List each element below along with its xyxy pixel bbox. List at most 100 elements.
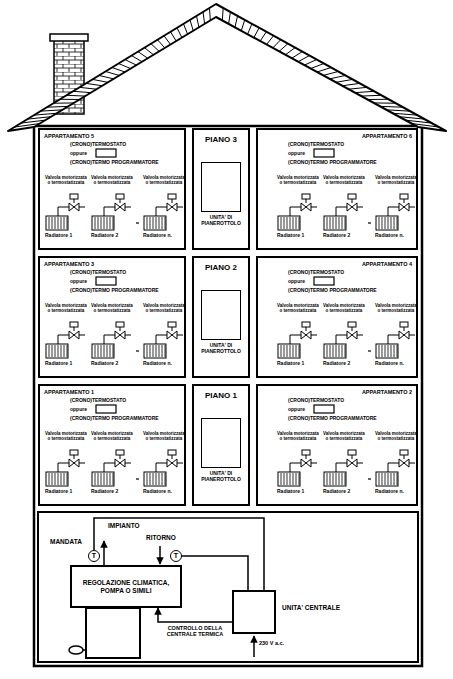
apartment-box: APPARTAMENTO 4(CRONO)TERMOSTATOoppure(CR… xyxy=(256,256,418,378)
power-line xyxy=(253,636,255,657)
roof-tile xyxy=(132,56,143,62)
valve-actuator xyxy=(302,194,310,199)
wire-label: CONTROLLO DELLA CENTRALE TERMICA xyxy=(162,625,228,638)
roof-tile xyxy=(285,48,295,55)
valve-radiator xyxy=(376,322,415,358)
or-label: oppure xyxy=(70,279,94,285)
valve-stem xyxy=(352,199,353,203)
valve-body xyxy=(301,459,311,467)
roof-tile xyxy=(368,99,389,100)
valve-stem xyxy=(172,199,173,203)
floor-label: PIANO 3 xyxy=(194,135,248,144)
roof-tile xyxy=(273,40,281,48)
radiator-label: Radiatore 2 xyxy=(91,361,133,367)
radiator-fins xyxy=(49,345,67,357)
radiator-fins xyxy=(281,345,299,357)
valve-radiator xyxy=(46,450,85,486)
valve-actuator xyxy=(168,194,176,199)
valve-stem xyxy=(404,199,405,203)
temperature-sensor: T xyxy=(170,550,182,562)
pipe xyxy=(104,463,131,472)
signal-wire xyxy=(158,608,232,622)
valve-label: Valvola motorizzata o termostatizzata xyxy=(90,175,134,185)
valve-label: Valvola motorizzata o termostatizzata xyxy=(142,431,186,441)
temperature-sensor: T xyxy=(88,550,100,562)
landing-unit-box xyxy=(201,162,241,212)
roof-tile xyxy=(86,83,102,85)
radiator-fins xyxy=(147,473,165,485)
roof-tile xyxy=(145,48,154,55)
roof-tile xyxy=(34,113,57,115)
valve-radiator xyxy=(46,322,85,358)
valve-radiator xyxy=(92,194,131,230)
more-radiators-dashes xyxy=(368,222,372,223)
landing-unit-label: UNITA' DI PIANEROTTOLO xyxy=(195,471,247,483)
valve-radiator xyxy=(324,450,363,486)
valve-stem xyxy=(306,455,307,459)
radiator-label: Radiatore n. xyxy=(375,233,417,239)
valve-radiator xyxy=(376,194,415,230)
roof-tile xyxy=(190,20,193,31)
roof-tile xyxy=(412,124,439,127)
apartment-title: APPARTAMENTO 6 xyxy=(312,133,412,139)
central-unit: UNITA' CENTRALE xyxy=(232,590,276,634)
sensor-letter: T xyxy=(89,551,99,560)
roof-tile xyxy=(138,52,148,59)
radiator-label: Radiatore 2 xyxy=(91,489,133,495)
roof-tile xyxy=(60,99,80,100)
landing-unit-box xyxy=(201,290,241,340)
radiator-fins xyxy=(49,217,67,229)
radiator-fins xyxy=(379,217,397,229)
valve-actuator xyxy=(70,322,78,327)
valve-radiator xyxy=(278,322,317,358)
roof-tile xyxy=(112,68,125,73)
thermostat-label: (CRONO)TERMO PROGRAMMATORE xyxy=(288,416,408,422)
valve-label: Valvola motorizzata o termostatizzata xyxy=(374,431,418,441)
radiator xyxy=(144,216,166,230)
landing-unit: UNITA' DI PIANEROTTOLO xyxy=(201,162,241,227)
valve-radiator xyxy=(376,450,415,486)
apartment-box: APPARTAMENTO 5(CRONO)TERMOSTATOoppure(CR… xyxy=(38,128,186,250)
roof-tile xyxy=(260,32,266,41)
valve-radiator xyxy=(278,194,317,230)
radiator xyxy=(92,216,114,230)
roof-tile xyxy=(203,12,205,24)
valve-stem xyxy=(74,455,75,459)
valve-stem xyxy=(74,327,75,331)
radiator xyxy=(144,344,166,358)
valve-actuator xyxy=(348,194,356,199)
radiator xyxy=(278,216,300,230)
thermostat-box xyxy=(96,277,116,285)
thermostat-box xyxy=(314,149,334,157)
radiator xyxy=(46,344,68,358)
radiator-fins xyxy=(379,473,397,485)
radiator-label: Radiatore n. xyxy=(375,489,417,495)
roof-tile xyxy=(80,87,97,89)
thermostat-box xyxy=(314,277,334,285)
roof-tile xyxy=(267,36,274,45)
valve-actuator xyxy=(400,194,408,199)
valve-body xyxy=(115,331,125,339)
pipe xyxy=(104,207,131,216)
roof-tile xyxy=(47,106,68,108)
landing-column: PIANO 3 UNITA' DI PIANEROTTOLO xyxy=(192,128,250,250)
valve-body xyxy=(167,459,177,467)
apartment-box: APPARTAMENTO 1(CRONO)TERMOSTATOoppure(CR… xyxy=(38,384,186,506)
valve-actuator xyxy=(116,194,124,199)
roof-tile xyxy=(405,120,431,123)
radiator-label: Radiatore 2 xyxy=(323,361,365,367)
radiator-label: Radiatore 1 xyxy=(45,489,87,495)
radiator xyxy=(324,216,346,230)
thermostat-label: (CRONO)TERMO PROGRAMMATORE xyxy=(70,160,190,166)
valve-actuator xyxy=(168,322,176,327)
apartment-box: APPARTAMENTO 3(CRONO)TERMOSTATOoppure(CR… xyxy=(38,256,186,378)
more-radiators-dashes xyxy=(368,478,372,479)
pipe xyxy=(58,463,85,472)
valve-label: Valvola motorizzata o termostatizzata xyxy=(90,431,134,441)
roof-tile xyxy=(386,110,410,111)
or-label: oppure xyxy=(70,151,94,157)
pipe xyxy=(290,463,317,472)
roof-tile xyxy=(15,124,40,127)
more-radiators-dashes xyxy=(368,350,372,351)
floor-label: PIANO 1 xyxy=(194,391,248,400)
